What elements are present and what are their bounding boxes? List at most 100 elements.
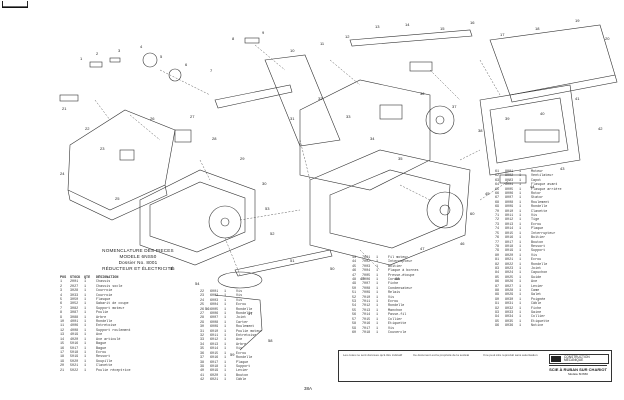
leader-line — [239, 209, 301, 221]
parts-list-cell: Gaine — [531, 311, 542, 315]
parts-list-cell: 63 — [495, 178, 500, 183]
parts-list-cell: 8028 — [505, 288, 514, 293]
parts-list-cell: 1 — [519, 227, 522, 232]
parts-list-cell: Stator — [531, 196, 544, 201]
callout-number: 35 — [398, 156, 403, 161]
parts-list-cell: Poignée — [531, 297, 546, 302]
callout-number: 38 — [478, 128, 483, 133]
parts-list-cell: 1 — [519, 200, 522, 205]
company-logo: CONSTRUCTION MÉCANIQUE — [549, 354, 609, 364]
callout-number: 1 — [80, 56, 83, 61]
parts-list-cell: 6006 — [210, 312, 219, 317]
parts-list-cell: 89 — [495, 293, 500, 298]
parts-list-cell: 1 — [376, 322, 379, 327]
parts-list-cell: Vis — [236, 298, 243, 303]
parts-list-cell: 9 — [60, 315, 63, 320]
parts-list-cell: 8005 — [505, 187, 514, 192]
parts-list-cell: 65 — [495, 187, 500, 192]
parts-list-cell: Joint — [236, 316, 247, 321]
callout-number: 25 — [115, 196, 120, 201]
leader-line — [129, 114, 161, 141]
parts-list-cell: 1 — [84, 302, 87, 307]
callout-number: 54 — [195, 281, 200, 286]
parts-list-cell: 3082 — [70, 306, 79, 311]
parts-list-cell: 4 — [60, 293, 63, 298]
parts-list-cell: Bouton — [236, 373, 249, 378]
parts-list-cell: 82 — [495, 262, 500, 267]
parts-list-cell: Ecrou — [531, 222, 542, 227]
parts-list-cell: 1 — [376, 330, 379, 335]
parts-list-cell: Poulie moteur — [236, 329, 263, 334]
parts-list-cell: 16 — [60, 346, 65, 351]
parts-list-cell: Tige — [531, 218, 540, 223]
parts-list-cell: 8027 — [505, 284, 514, 289]
callout-number: 34 — [370, 136, 375, 141]
small-part — [524, 129, 560, 143]
parts-list-cell: 1 — [84, 359, 87, 364]
parts-list-cell: 1 — [519, 205, 522, 210]
parts-list-cell: 6004 — [210, 303, 219, 308]
leader-line — [254, 44, 286, 71]
parts-list-cell: 78 — [495, 244, 500, 249]
parts-list-cell: Câble — [531, 302, 542, 307]
parts-list-cell: Axe — [236, 338, 243, 343]
parts-list-cell: 1 — [376, 300, 379, 305]
parts-list-cell: Ventilateur — [531, 174, 554, 179]
parts-list-cell: 8002 — [505, 174, 514, 179]
parts-list-cell: 52 — [352, 295, 357, 300]
parts-list-cell: 1 — [376, 269, 379, 274]
parts-list-cell: Carter — [236, 320, 249, 325]
parts-list-cell: 67 — [495, 196, 500, 201]
parts-list-cell: Cordon — [388, 278, 401, 283]
parts-list-cell: 1 — [224, 294, 227, 299]
parts-list-cell: 1 — [519, 209, 522, 214]
logo-text: CONSTRUCTION MÉCANIQUE — [564, 355, 590, 363]
parts-list-cell: 41 — [200, 373, 205, 378]
parts-list-cell: 1 — [519, 311, 522, 315]
parts-list-cell: Vis — [531, 214, 538, 219]
callout-number: 41 — [575, 96, 580, 101]
parts-list-cell: Flasque — [96, 298, 111, 303]
parts-list-cell: 50 — [352, 286, 357, 291]
parts-list-cell: 1 — [84, 306, 87, 311]
callout-number: 4 — [140, 44, 143, 49]
parts-list-cell: 68 — [495, 200, 500, 205]
parts-list-cell: Plaque — [236, 360, 249, 365]
parts-list-cell: 95 — [495, 319, 500, 324]
callout-number: 60 — [470, 211, 475, 216]
callout-number: 57 — [248, 311, 253, 316]
parts-list-cell: 49 — [352, 282, 357, 287]
parts-list-cell: 62 — [495, 174, 500, 179]
parts-list-cell: 72 — [495, 218, 500, 223]
parts-list-cell: 1 — [376, 317, 379, 322]
small-part — [244, 37, 260, 44]
central-frame-2 — [309, 149, 471, 266]
parts-list-cell: Goupille — [96, 359, 113, 364]
parts-list-cell: 1 — [519, 249, 522, 254]
parts-list-cell: 1 — [376, 291, 379, 296]
callout-number: 10 — [290, 48, 295, 53]
parts-list-cell: 1 — [519, 297, 522, 302]
parts-list-cell: 15 — [60, 342, 65, 347]
parts-list-cell: 1 — [224, 351, 227, 356]
